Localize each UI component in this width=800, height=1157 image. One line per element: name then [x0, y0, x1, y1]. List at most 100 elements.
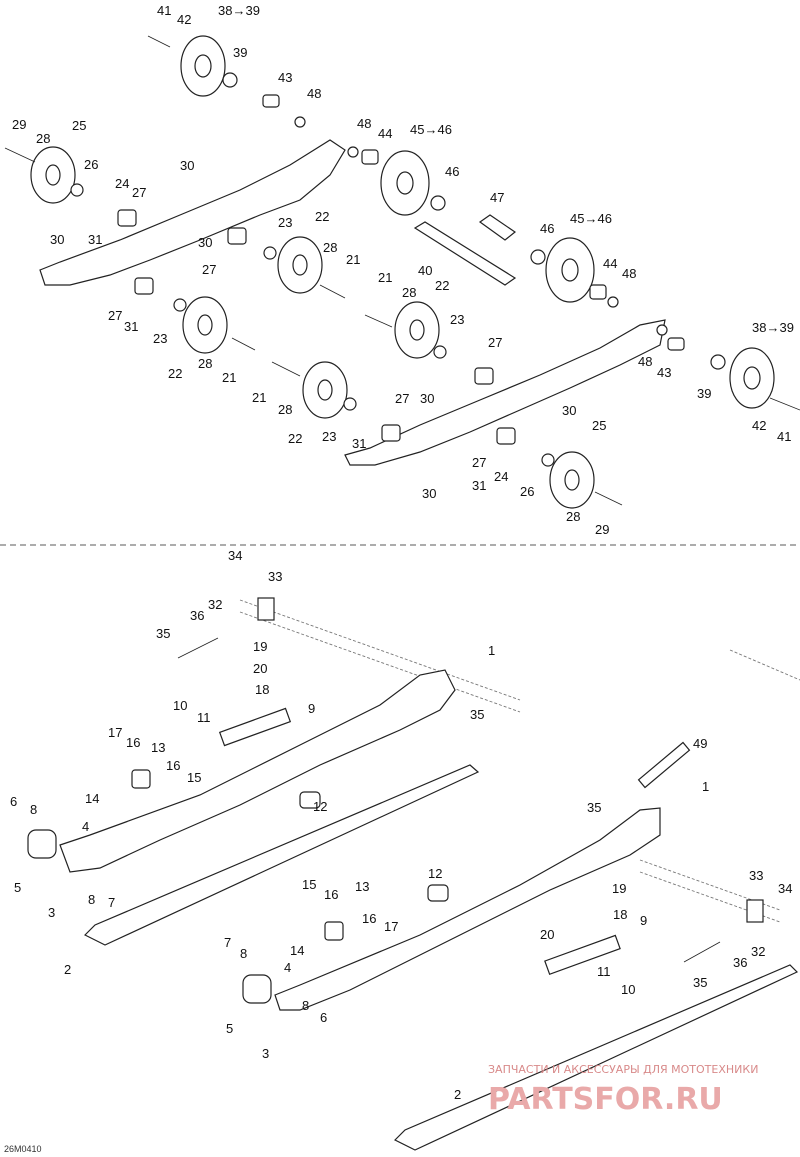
wheel-22-c [394, 301, 440, 359]
callout-16c: 16 [324, 887, 338, 902]
bumper-5-lower [242, 974, 272, 1004]
bracket-27d [474, 367, 494, 385]
callout-20: 20 [253, 661, 267, 676]
bearing-26b [541, 453, 555, 467]
washer-48d [656, 324, 668, 336]
callout-35b: 35 [470, 707, 484, 722]
callout-23b: 23 [153, 331, 167, 346]
callout-36b: 36 [733, 955, 747, 970]
callout-13b: 13 [355, 879, 369, 894]
callout-1b: 1 [702, 779, 709, 794]
bolt-21b [231, 337, 256, 351]
callout-3b: 3 [262, 1046, 269, 1061]
callout-4b: 4 [284, 960, 291, 975]
callout-15b: 15 [302, 877, 316, 892]
mount-9-lower [544, 934, 621, 976]
cross-shaft-upper [239, 599, 521, 713]
callout-22a: 22 [315, 209, 329, 224]
callout-6b: 6 [320, 1010, 327, 1025]
callout-26: 26 [84, 157, 98, 172]
callout-30d: 30 [420, 391, 434, 406]
bracket-13-lower [324, 921, 344, 941]
callout-42: 42 [177, 12, 191, 27]
callout-41b: 41 [777, 429, 791, 444]
callout-25: 25 [72, 118, 86, 133]
callout-21d: 21 [252, 390, 266, 405]
callout-35d: 35 [693, 975, 707, 990]
spacer-43b [667, 337, 685, 351]
bearing-46 [430, 195, 446, 211]
callout-48c: 48 [622, 266, 636, 281]
bolt-21c [364, 314, 393, 328]
callout-18: 18 [255, 682, 269, 697]
bolt-29b [594, 491, 623, 506]
bearing-23d [343, 397, 357, 411]
callout-41: 41 [157, 3, 171, 18]
callout-27b: 27 [202, 262, 216, 277]
wheel-38-bottom [729, 347, 775, 409]
wheel-25-right [549, 451, 595, 509]
callout-25b: 25 [592, 418, 606, 433]
callout-17b: 17 [384, 919, 398, 934]
callout-24b: 24 [494, 469, 508, 484]
callout-47: 47 [490, 190, 504, 205]
callout-17: 17 [108, 725, 122, 740]
callout-48: 48 [307, 86, 321, 101]
callout-4: 4 [82, 819, 89, 834]
callout-22b: 22 [168, 366, 182, 381]
callout-21c: 21 [378, 270, 392, 285]
callout-14: 14 [85, 791, 99, 806]
callout-38-39: 38→39 [218, 3, 260, 18]
callout-46: 46 [445, 164, 459, 179]
drawing-code: 26M0410 [4, 1144, 42, 1154]
spacer-43 [262, 94, 280, 108]
callout-30a: 30 [180, 158, 194, 173]
callout-8: 8 [30, 802, 37, 817]
watermark: ЗАПЧАСТИ И АКСЕССУАРЫ ДЛЯ МОТОТЕХНИКИ PA… [488, 1063, 758, 1117]
callout-28d: 28 [278, 402, 292, 417]
callout-35c: 35 [587, 800, 601, 815]
callout-10: 10 [173, 698, 187, 713]
callout-16d: 16 [362, 911, 376, 926]
pin-35-lower [683, 941, 721, 963]
bolt-41 [147, 35, 171, 48]
callout-45-46: 45→46 [410, 122, 452, 137]
callout-2b: 2 [454, 1087, 461, 1102]
wheel-22-b [182, 296, 228, 354]
mount-9-upper [218, 707, 292, 747]
callout-16: 16 [126, 735, 140, 750]
bracket-33-upper [257, 597, 275, 621]
callout-34b: 34 [778, 881, 792, 896]
bearing-39 [222, 72, 238, 88]
callout-15: 15 [187, 770, 201, 785]
pin-35-upper [177, 637, 219, 659]
slide-frame-lower [274, 807, 661, 1011]
bracket-27a [117, 209, 137, 227]
callout-44b: 44 [603, 256, 617, 271]
callout-23c: 23 [450, 312, 464, 327]
callout-19b: 19 [612, 881, 626, 896]
bracket-27e [381, 424, 401, 442]
callout-30c: 30 [198, 235, 212, 250]
bearing-23c [433, 345, 447, 359]
callout-32b: 32 [751, 944, 765, 959]
callout-5: 5 [14, 880, 21, 895]
bolt-21d [271, 361, 301, 377]
wheel-25-left [30, 146, 76, 204]
callout-26b: 26 [520, 484, 534, 499]
callout-3: 3 [48, 905, 55, 920]
stopper-12-lower [427, 884, 449, 902]
bearing-39b [710, 354, 726, 370]
stopper-12-upper [299, 791, 321, 809]
callout-46b: 46 [540, 221, 554, 236]
callout-11b: 11 [597, 964, 611, 979]
bearing-46b [530, 249, 546, 265]
callout-27a: 27 [132, 185, 146, 200]
upper-wheel-assembly: 41 42 38→39 39 43 48 48 44 45→46 46 47 4… [4, 3, 800, 537]
callout-32: 32 [208, 597, 222, 612]
callout-28b: 28 [198, 356, 212, 371]
bumper-5-upper [27, 829, 57, 859]
spacer-44 [361, 149, 379, 165]
callout-7: 7 [108, 895, 115, 910]
